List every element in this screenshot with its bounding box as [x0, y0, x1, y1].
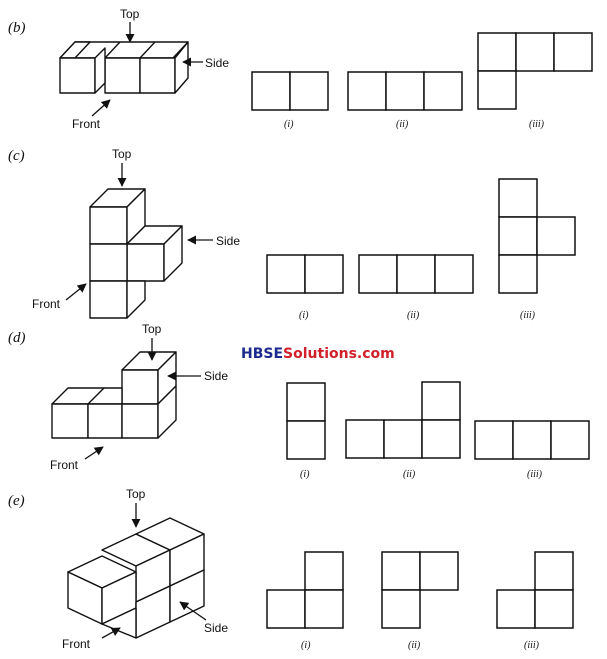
part-label-b: (b) — [8, 20, 26, 36]
arrow-side-e — [179, 601, 207, 621]
view-e-i: (i) — [266, 551, 344, 651]
view-label-e-i: (i) — [301, 640, 311, 651]
label-top-c: Top — [112, 147, 132, 161]
view-c-i: (i) — [266, 254, 344, 321]
solid-b — [59, 41, 189, 94]
view-label-c-i: (i) — [299, 310, 309, 321]
view-label-d-ii: (ii) — [403, 469, 416, 480]
label-front-b: Front — [72, 117, 101, 131]
watermark-part2: Solutions.com — [283, 346, 395, 362]
arrow-front-b — [91, 99, 111, 117]
problem-e: (e) Top Side Front (i) — [8, 487, 574, 651]
label-side-c: Side — [216, 234, 240, 248]
part-label-c: (c) — [8, 148, 25, 164]
view-label-e-iii: (iii) — [524, 640, 540, 651]
view-d-i: (i) — [286, 382, 326, 480]
view-d-iii: (iii) — [474, 420, 590, 480]
problem-d: (d) HBSESolutions.com Top Side Front — [8, 322, 590, 480]
view-b-ii: (ii) — [347, 71, 463, 130]
solid-e — [67, 517, 205, 639]
part-label-d: (d) — [8, 330, 26, 346]
view-e-ii: (ii) — [381, 551, 459, 651]
view-c-iii: (iii) — [498, 178, 576, 321]
view-label-b-ii: (ii) — [396, 119, 409, 130]
label-side-d: Side — [204, 369, 228, 383]
label-side-b: Side — [205, 56, 229, 70]
view-label-e-ii: (ii) — [408, 640, 421, 651]
solid-d — [51, 351, 177, 439]
label-top-e: Top — [126, 487, 146, 501]
view-b-iii: (iii) — [477, 32, 593, 130]
label-top-b: Top — [120, 7, 140, 21]
label-top-d: Top — [142, 322, 162, 336]
label-front-d: Front — [50, 458, 79, 472]
problem-b: (b) Top Side Front (i) — [8, 7, 593, 131]
part-label-e: (e) — [8, 493, 25, 509]
view-d-ii: (ii) — [345, 381, 461, 480]
watermark-part1: HBSE — [241, 346, 283, 362]
arrow-front-c — [65, 283, 87, 301]
label-front-c: Front — [32, 297, 61, 311]
arrow-front-e — [101, 627, 121, 639]
view-label-d-i: (i) — [300, 469, 310, 480]
view-c-ii: (ii) — [358, 254, 474, 321]
view-label-c-ii: (ii) — [407, 310, 420, 321]
watermark: HBSESolutions.com — [241, 346, 395, 362]
view-b-i: (i) — [251, 71, 329, 130]
view-e-iii: (iii) — [496, 551, 574, 651]
view-label-d-iii: (iii) — [527, 469, 543, 480]
arrow-front-d — [84, 446, 104, 460]
label-side-e: Side — [204, 621, 228, 635]
problem-c: (c) Top Side Front (i) — [8, 147, 576, 321]
solid-c — [89, 188, 183, 319]
view-label-b-i: (i) — [284, 119, 294, 130]
view-label-b-iii: (iii) — [529, 119, 545, 130]
label-front-e: Front — [62, 637, 91, 651]
view-label-c-iii: (iii) — [520, 310, 536, 321]
